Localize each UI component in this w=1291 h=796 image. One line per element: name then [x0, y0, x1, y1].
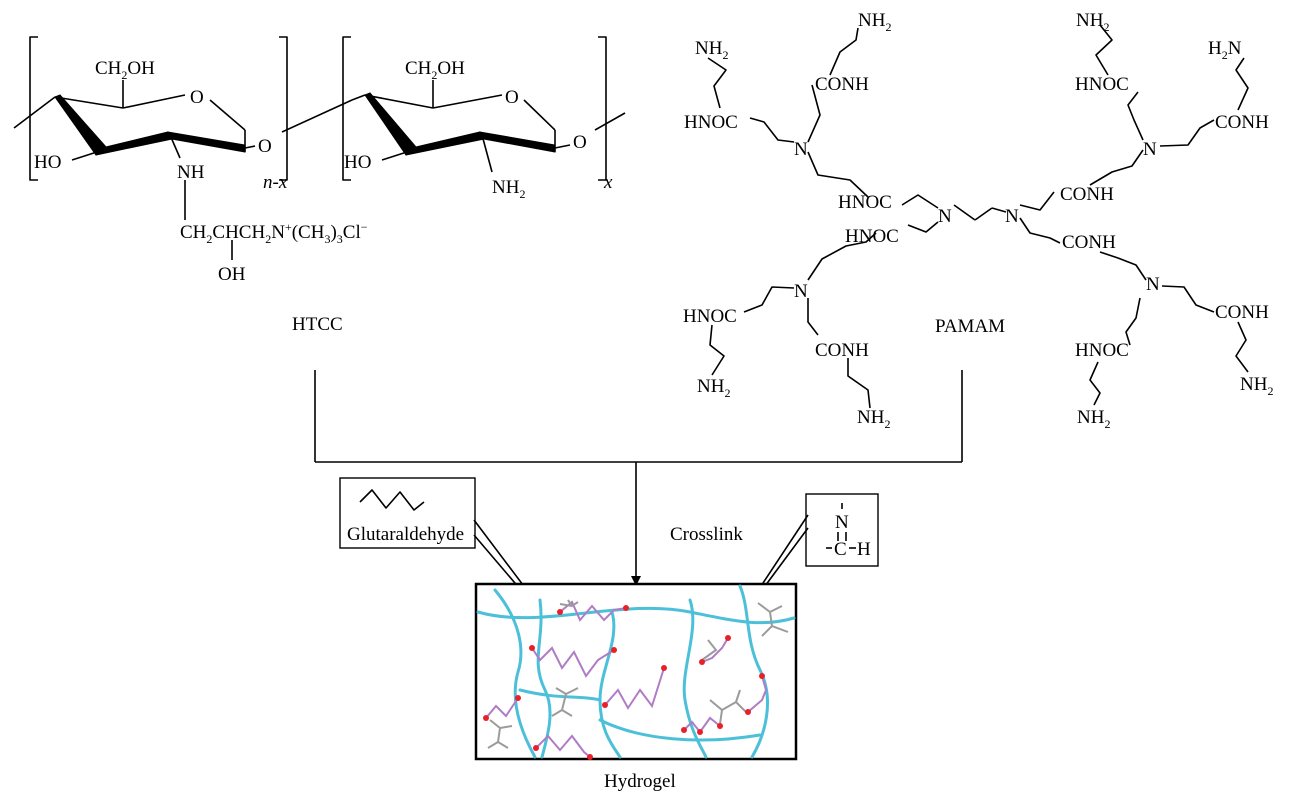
pamam-n-core-right: N	[1005, 206, 1019, 227]
htcc-subscript-x: x	[603, 172, 613, 193]
pamam-conh-4: CONH	[1062, 232, 1116, 253]
imine-n: N	[835, 512, 849, 533]
glutaraldehyde-linkers	[485, 600, 768, 758]
htcc-bracket-2-left	[342, 36, 351, 181]
flow-connector	[314, 370, 963, 586]
pamam-hnoc-3: HNOC	[845, 226, 899, 247]
imine-h: H	[857, 539, 871, 560]
htcc-left-ring	[13, 80, 353, 260]
htcc-left-nh: NH	[177, 162, 205, 183]
hydrogel-network: Hydrogel	[474, 582, 798, 792]
pamam-hnoc-5: HNOC	[1075, 74, 1129, 95]
pamam-conh-2: CONH	[815, 340, 869, 361]
pamam-nh2-3: NH2	[697, 376, 730, 400]
pamam-n-upper-right: N	[1143, 139, 1157, 160]
crosslink-label: Crosslink	[670, 524, 743, 545]
pamam-n-lower-left: N	[794, 281, 808, 302]
imine-callout: N C H	[727, 493, 879, 637]
glutaraldehyde-label: Glutaraldehyde	[347, 524, 464, 545]
htcc-left-ch2oh: CH2OH	[95, 58, 155, 82]
pamam-hnoc-4: HNOC	[683, 306, 737, 327]
htcc-right-ho: HO	[344, 152, 371, 173]
pamam-conh-1: CONH	[815, 74, 869, 95]
imine-nodes	[483, 605, 765, 760]
pamam-hnoc-6: HNOC	[1075, 340, 1129, 361]
htcc-bracket-1-left	[29, 36, 38, 181]
pamam-conh-3: CONH	[1060, 184, 1114, 205]
pamam-nh2-5: NH2	[1076, 10, 1109, 34]
pamam-label: PAMAM	[935, 316, 1005, 337]
htcc-right-ring-o: O	[505, 87, 519, 108]
pamam-structure: N N N N N N HNOC CONH HNOC HNOC HNOC CON…	[683, 10, 1273, 431]
pamam-n-lower-right: N	[1146, 274, 1160, 295]
htcc-label: HTCC	[292, 314, 343, 335]
htcc-bracket-1-right	[279, 36, 288, 181]
htcc-right-ch2oh: CH2OH	[405, 58, 465, 82]
pamam-nh2-2: NH2	[858, 10, 891, 34]
htcc-right-ring	[351, 80, 626, 173]
pamam-n-upper-left: N	[794, 139, 808, 160]
htcc-left-ring-o: O	[190, 87, 204, 108]
htcc-side-chain: CH2CHCH2N+(CH3)3Cl−	[180, 220, 368, 246]
polymer-fibers	[476, 584, 796, 759]
htcc-left-ho: HO	[34, 152, 61, 173]
pamam-nh2-6: NH2	[1240, 374, 1273, 398]
pamam-h2n: H2N	[1208, 38, 1242, 62]
pamam-hnoc-2: HNOC	[838, 192, 892, 213]
htcc-bracket-2-right	[598, 36, 607, 181]
htcc-side-oh: OH	[218, 264, 246, 285]
htcc-right-bridge-o: O	[573, 132, 587, 153]
pamam-n-core-left: N	[938, 206, 952, 227]
htcc-subscript-n-x: n-x	[263, 172, 288, 193]
pamam-hnoc-1: HNOC	[684, 112, 738, 133]
pamam-conh-6: CONH	[1215, 302, 1269, 323]
pamam-conh-5: CONH	[1215, 112, 1269, 133]
pamam-nh2-7: NH2	[1077, 407, 1110, 431]
arrowhead	[631, 576, 641, 586]
htcc-right-nh2: NH2	[492, 177, 525, 201]
htcc-structure: CH2OH O HO NH O CH2CHCH2N+(CH3)3Cl− OH n…	[13, 36, 626, 335]
pamam-nh2-1: NH2	[695, 38, 728, 62]
hydrogel-label: Hydrogel	[604, 771, 676, 792]
imine-c: C	[834, 539, 847, 560]
dendrimer-particles	[487, 599, 789, 749]
pamam-nh2-4: NH2	[857, 407, 890, 431]
htcc-left-bridge-o: O	[258, 136, 272, 157]
